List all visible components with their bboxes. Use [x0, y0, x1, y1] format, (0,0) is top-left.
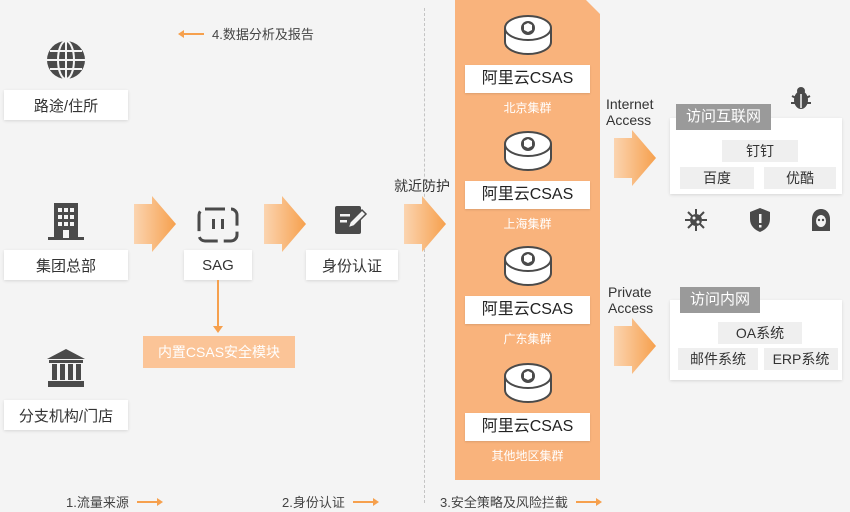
arrow-down-icon: [213, 326, 223, 333]
private-title: 访问内网: [680, 287, 761, 313]
cluster-sub: 北京集群: [503, 101, 552, 115]
source-branch-label: 分支机构/门店: [18, 407, 114, 425]
internet-item: 钉钉: [722, 140, 798, 162]
source-branch-box: 分支机构/门店: [4, 400, 128, 430]
arrow-right-icon: [136, 497, 163, 506]
sag-connector: [217, 280, 219, 330]
disk-icon: [503, 15, 552, 55]
source-road-box: 路途/住所: [4, 90, 128, 120]
arrow-right-icon: [352, 497, 379, 506]
sag-note-box: 内置CSAS安全模块: [143, 336, 295, 368]
flow-arrow-internet: [614, 130, 656, 186]
private-label-line1: Private: [608, 284, 652, 300]
sag-note-label: 内置CSAS安全模块: [157, 344, 281, 360]
cluster-title: 阿里云CSAS: [465, 65, 590, 93]
cluster-title: 阿里云CSAS: [465, 413, 590, 441]
cluster-title: 阿里云CSAS: [465, 181, 590, 209]
shield-icon: [748, 207, 772, 233]
cluster-other: 阿里云CSAS 其他地区集群: [465, 362, 590, 464]
internet-item: 优酷: [764, 167, 836, 189]
private-label-line2: Access: [608, 300, 654, 316]
step3-legend: 3.安全策略及风险拦截: [440, 492, 602, 511]
identity-box: 身份认证: [306, 250, 398, 280]
disk-icon: [503, 363, 552, 403]
edit-form-icon: [330, 200, 370, 240]
bug-icon: [790, 86, 812, 110]
cluster-shanghai: 阿里云CSAS 上海集群: [465, 130, 590, 232]
flow-arrow-3: [404, 196, 446, 252]
bank-icon: [44, 346, 88, 390]
private-item: OA系统: [718, 322, 802, 344]
internet-label-line1: Internet: [606, 96, 654, 112]
identity-label: 身份认证: [321, 257, 382, 275]
step1-legend: 1.流量来源: [66, 492, 163, 511]
flow-arrow-2: [264, 196, 306, 252]
sag-box: SAG: [184, 250, 252, 280]
source-hq-label: 集团总部: [35, 257, 96, 275]
flow-arrow-private: [614, 318, 656, 374]
cluster-title: 阿里云CSAS: [465, 296, 590, 324]
report-legend: 4.数据分析及报告: [178, 24, 314, 43]
step1-label: 1.流量来源: [66, 495, 129, 510]
private-access-label: Private Access: [608, 284, 653, 316]
internet-title: 访问互联网: [676, 104, 772, 130]
cluster-sub: 广东集群: [503, 332, 552, 346]
nearby-label: 就近防护: [394, 178, 450, 194]
cluster-guangdong: 阿里云CSAS 广东集群: [465, 245, 590, 347]
source-road-label: 路途/住所: [33, 97, 99, 115]
building-icon: [44, 198, 88, 242]
hacker-icon: [808, 207, 834, 233]
sag-label: SAG: [202, 256, 234, 274]
internet-item: 百度: [680, 167, 754, 189]
flow-arrow-1: [134, 196, 176, 252]
internet-label-line2: Access: [606, 112, 652, 128]
sag-device-icon: [194, 204, 242, 244]
source-hq-box: 集团总部: [4, 250, 128, 280]
cluster-beijing: 阿里云CSAS 北京集群: [465, 14, 590, 116]
separator-line: [424, 8, 425, 503]
globe-icon: [44, 38, 88, 82]
arrow-right-icon: [575, 497, 602, 506]
private-item: 邮件系统: [678, 348, 758, 370]
step2-legend: 2.身份认证: [282, 492, 379, 511]
disk-icon: [503, 246, 552, 286]
virus-icon: [684, 208, 708, 232]
cluster-sub: 上海集群: [503, 217, 552, 231]
report-label: 4.数据分析及报告: [212, 27, 314, 42]
internet-access-label: Internet Access: [606, 96, 653, 128]
step3-label: 3.安全策略及风险拦截: [440, 495, 568, 510]
disk-icon: [503, 131, 552, 171]
cluster-sub: 其他地区集群: [491, 449, 564, 463]
step2-label: 2.身份认证: [282, 495, 345, 510]
private-item: ERP系统: [764, 348, 838, 370]
arrow-left-icon: [178, 29, 204, 38]
